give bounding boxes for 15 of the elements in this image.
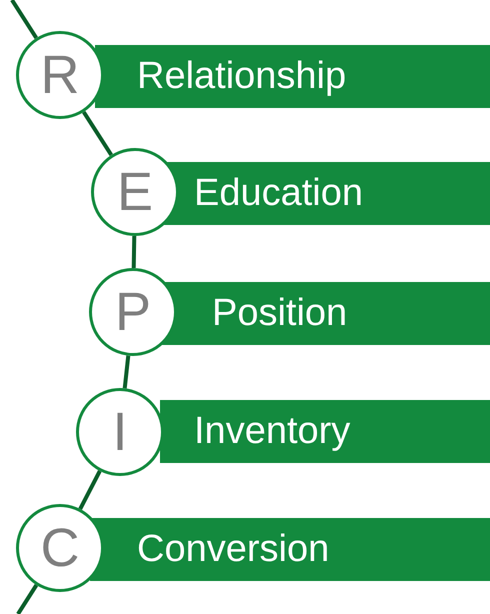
label-bar: Inventory xyxy=(160,400,490,463)
connector-line xyxy=(122,356,130,388)
connector-line xyxy=(10,0,38,40)
letter-circle: P xyxy=(89,268,177,356)
label-bar: Relationship xyxy=(95,45,490,108)
letter-circle: R xyxy=(16,31,104,119)
label-bar: Position xyxy=(160,282,490,345)
connector-line xyxy=(132,236,136,268)
letter-circle: E xyxy=(91,148,179,236)
connector-line xyxy=(16,584,38,614)
letter-circle: C xyxy=(16,504,104,592)
label-bar: Conversion xyxy=(90,518,490,581)
letter-circle: I xyxy=(76,388,164,476)
connector-line xyxy=(82,110,113,156)
connector-line xyxy=(78,470,102,510)
